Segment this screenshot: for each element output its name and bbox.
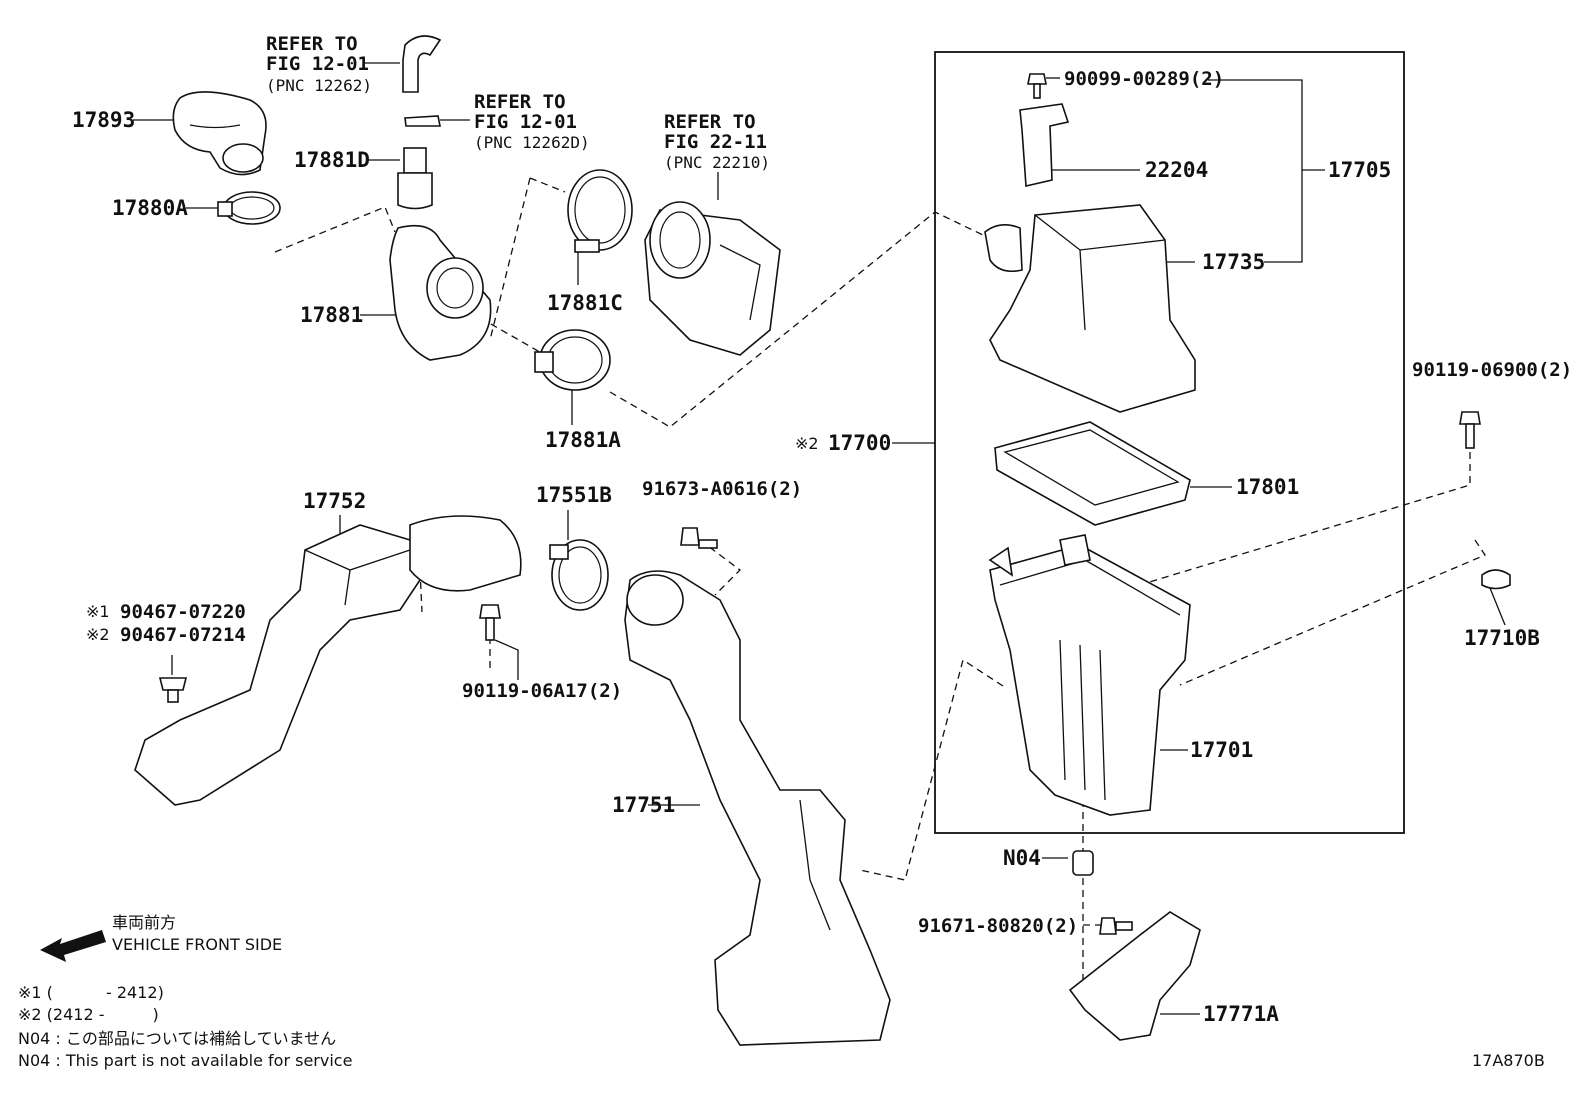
legend-note-2: ※2 (2412 - ) bbox=[18, 1005, 159, 1024]
label-17700[interactable]: 17700 bbox=[828, 431, 891, 455]
label-17752[interactable]: 17752 bbox=[303, 489, 366, 513]
legend-front-en: VEHICLE FRONT SIDE bbox=[112, 935, 282, 954]
reference-notes: REFER TO FIG 12-01 (PNC 12262) REFER TO … bbox=[266, 33, 770, 172]
clip-90467 bbox=[158, 677, 188, 703]
legend-front-jp: 車両前方 bbox=[112, 913, 176, 932]
cushion-N04 bbox=[1072, 850, 1094, 876]
legend-n04-en: N04 : This part is not available for ser… bbox=[18, 1051, 352, 1070]
leader-lines bbox=[133, 62, 1506, 1015]
label-17893[interactable]: 17893 bbox=[72, 108, 135, 132]
bolt-90119-06A17 bbox=[479, 604, 501, 641]
duct-17752 bbox=[134, 515, 522, 806]
cap-17735 bbox=[984, 204, 1196, 413]
elbow-17881 bbox=[389, 224, 492, 361]
label-90119-06A17[interactable]: 90119-06A17(2) bbox=[462, 680, 622, 702]
ref3-line3: (PNC 22210) bbox=[664, 153, 770, 172]
clamp-17881C bbox=[567, 169, 633, 253]
label-17881A[interactable]: 17881A bbox=[545, 428, 621, 452]
label-90099[interactable]: 90099-00289(2) bbox=[1064, 68, 1224, 90]
ref1-line1: REFER TO bbox=[266, 33, 358, 55]
legend: 車両前方 VEHICLE FRONT SIDE ※1 ( - 2412) ※2 … bbox=[18, 913, 1545, 1070]
label-17735[interactable]: 17735 bbox=[1202, 250, 1265, 274]
label-17801[interactable]: 17801 bbox=[1236, 475, 1299, 499]
figure-id: 17A870B bbox=[1472, 1051, 1545, 1070]
resonator-17751 bbox=[624, 570, 891, 1046]
front-arrow-icon bbox=[40, 930, 106, 962]
bolt-90119-06900 bbox=[1459, 411, 1481, 449]
label-17551B[interactable]: 17551B bbox=[536, 483, 612, 507]
part-numbers: 17893 17881D 17880A 17881 17881C 17881A … bbox=[72, 68, 1572, 1026]
label-22204[interactable]: 22204 bbox=[1145, 158, 1208, 182]
ref1-line3: (PNC 12262) bbox=[266, 76, 372, 95]
mark-1-90467: ※1 bbox=[86, 602, 110, 621]
hose-ref-12262 bbox=[402, 35, 442, 93]
clamp-17880A bbox=[217, 191, 281, 225]
throttle-body-ref-22210 bbox=[644, 201, 781, 356]
duct-17893 bbox=[172, 91, 267, 176]
hose-17881D bbox=[397, 147, 433, 210]
ref3-line2: FIG 22-11 bbox=[664, 131, 767, 153]
mark-2-17700: ※2 bbox=[795, 434, 819, 453]
label-91673[interactable]: 91673-A0616(2) bbox=[642, 478, 802, 500]
bolt-91671 bbox=[1099, 917, 1133, 935]
label-N04[interactable]: N04 bbox=[1003, 846, 1041, 870]
bracket-17771A bbox=[1068, 911, 1201, 1041]
ref3-line1: REFER TO bbox=[664, 111, 756, 133]
grommet-17710B bbox=[1481, 569, 1511, 590]
label-17751[interactable]: 17751 bbox=[612, 793, 675, 817]
clamp-17551B bbox=[549, 539, 609, 611]
label-90119-06900[interactable]: 90119-06900(2) bbox=[1412, 359, 1572, 381]
label-17705[interactable]: 17705 bbox=[1328, 158, 1391, 182]
ref1-line2: FIG 12-01 bbox=[266, 53, 369, 75]
bolt-90099 bbox=[1027, 73, 1047, 99]
connector-ref-12262D bbox=[404, 115, 441, 127]
clamp-17881A bbox=[534, 329, 611, 391]
label-90467-07220[interactable]: 90467-07220 bbox=[120, 601, 246, 623]
label-17881[interactable]: 17881 bbox=[300, 303, 363, 327]
label-90467-07214[interactable]: 90467-07214 bbox=[120, 624, 246, 646]
label-17710B[interactable]: 17710B bbox=[1464, 626, 1540, 650]
case-17701 bbox=[988, 534, 1191, 816]
ref2-line3: (PNC 12262D) bbox=[474, 133, 590, 152]
sensor-22204 bbox=[1019, 103, 1070, 187]
legend-n04-jp: N04 : この部品については補給していません bbox=[18, 1029, 336, 1048]
ref2-line2: FIG 12-01 bbox=[474, 111, 577, 133]
bolt-91673 bbox=[680, 527, 718, 549]
label-17701[interactable]: 17701 bbox=[1190, 738, 1253, 762]
label-17880A[interactable]: 17880A bbox=[112, 196, 188, 220]
label-17881C[interactable]: 17881C bbox=[547, 291, 623, 315]
filter-17801 bbox=[994, 421, 1191, 526]
legend-note-1: ※1 ( - 2412) bbox=[18, 983, 164, 1002]
label-91671[interactable]: 91671-80820(2) bbox=[918, 915, 1078, 937]
dashed-leaders bbox=[274, 177, 1486, 995]
label-17881D[interactable]: 17881D bbox=[294, 148, 370, 172]
ref2-line1: REFER TO bbox=[474, 91, 566, 113]
label-17771A[interactable]: 17771A bbox=[1203, 1002, 1279, 1026]
mark-2-90467: ※2 bbox=[86, 625, 110, 644]
